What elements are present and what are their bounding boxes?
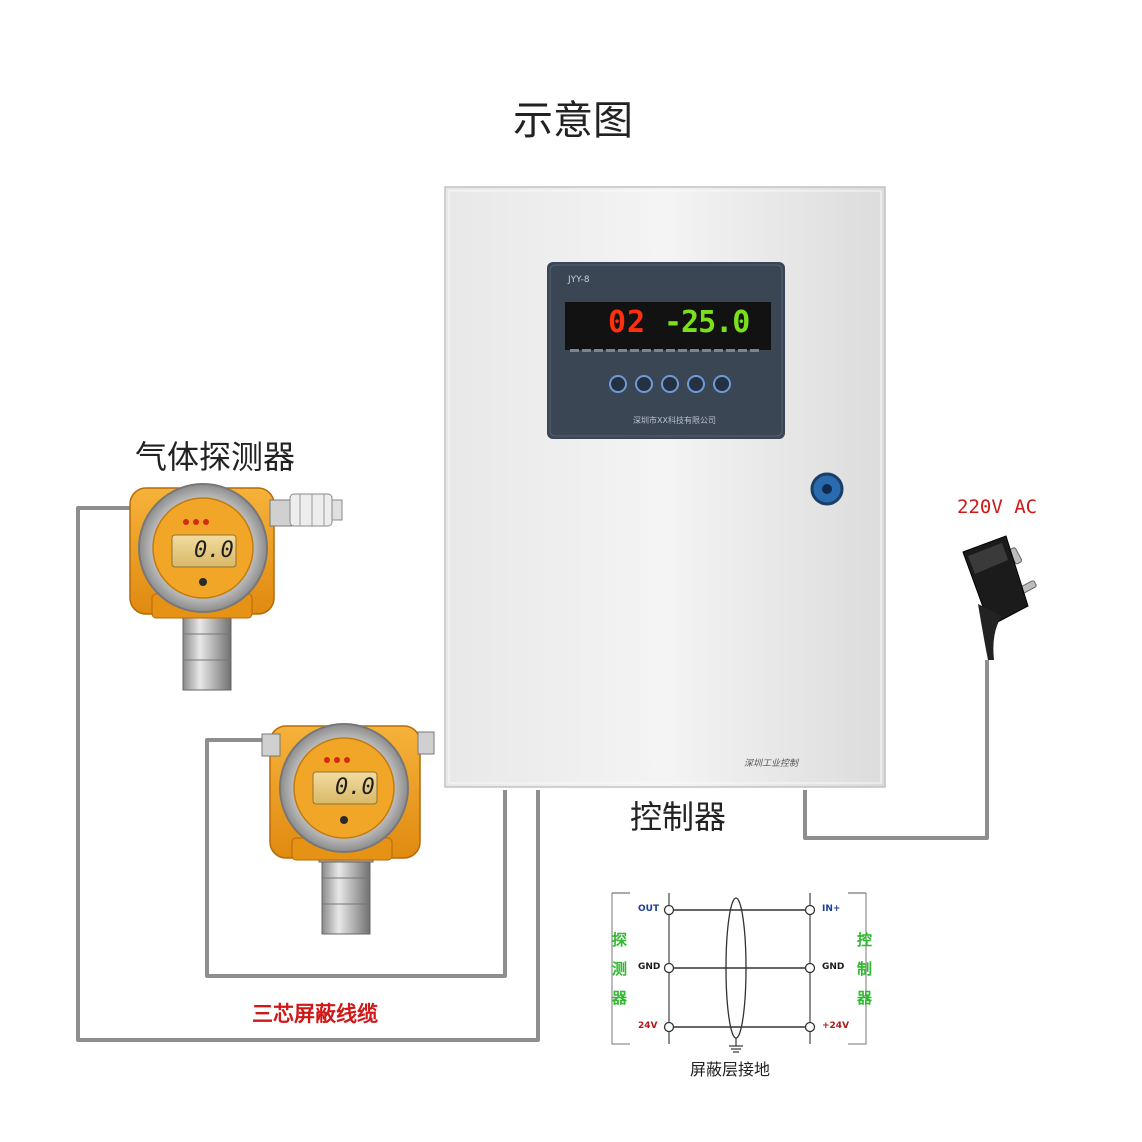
label-shielded-cable: 三芯屏蔽线缆 [252, 1002, 378, 1026]
left-caption-char: 测 [612, 960, 628, 978]
terminal-label-plus24v: +24V [822, 1021, 850, 1031]
controller-key-5 [713, 375, 731, 393]
controller-channel-display: 02 [608, 305, 647, 340]
left-caption-char: 探 [612, 931, 628, 949]
controller-display-panel [547, 262, 785, 439]
terminal-label-out: OUT [638, 904, 660, 914]
terminal-label-gnd-left: GND [638, 962, 661, 972]
lock-icon [810, 472, 844, 506]
cable-gland-2 [261, 731, 435, 757]
controller-key-4 [687, 375, 705, 393]
terminal-schematic [611, 892, 867, 1053]
label-power-220v: 220V AC [957, 496, 1038, 518]
controller-keypad [609, 375, 731, 393]
controller-reading-display: -25.0 [664, 305, 750, 340]
right-caption-char: 控 [857, 931, 873, 949]
shielded-cable-lines [76, 506, 989, 1042]
controller-company-text: 深圳市XX科技有限公司 [633, 416, 716, 425]
controller-bargraph [570, 349, 759, 352]
right-caption-char: 制 [857, 960, 873, 978]
controller-model-text: JYY-8 [568, 275, 590, 285]
terminal-label-24v: 24V [638, 1021, 658, 1031]
controller-brand-text: 深圳工业控制 [744, 759, 799, 769]
label-gas-detector: 气体探测器 [135, 438, 296, 476]
controller-key-2 [635, 375, 653, 393]
detector-1-reading: 0.0 [194, 538, 234, 563]
right-caption-char: 器 [857, 989, 873, 1007]
shield-ground-label: 屏蔽层接地 [690, 1060, 771, 1079]
power-plug-icon [962, 535, 1037, 660]
detector-2-reading: 0.0 [335, 775, 375, 800]
terminal-label-in: IN+ [822, 904, 841, 914]
controller-unit [444, 186, 886, 788]
terminal-label-gnd-right: GND [822, 962, 845, 972]
page-title: 示意图 [513, 98, 633, 144]
cable-gland-1 [269, 493, 343, 527]
label-controller: 控制器 [630, 798, 727, 836]
controller-key-1 [609, 375, 627, 393]
gas-detector-2 [261, 723, 435, 935]
left-caption-char: 器 [612, 989, 628, 1007]
ground-symbol-icon [729, 1038, 743, 1053]
controller-key-3 [661, 375, 679, 393]
gas-detector-1 [129, 483, 343, 691]
